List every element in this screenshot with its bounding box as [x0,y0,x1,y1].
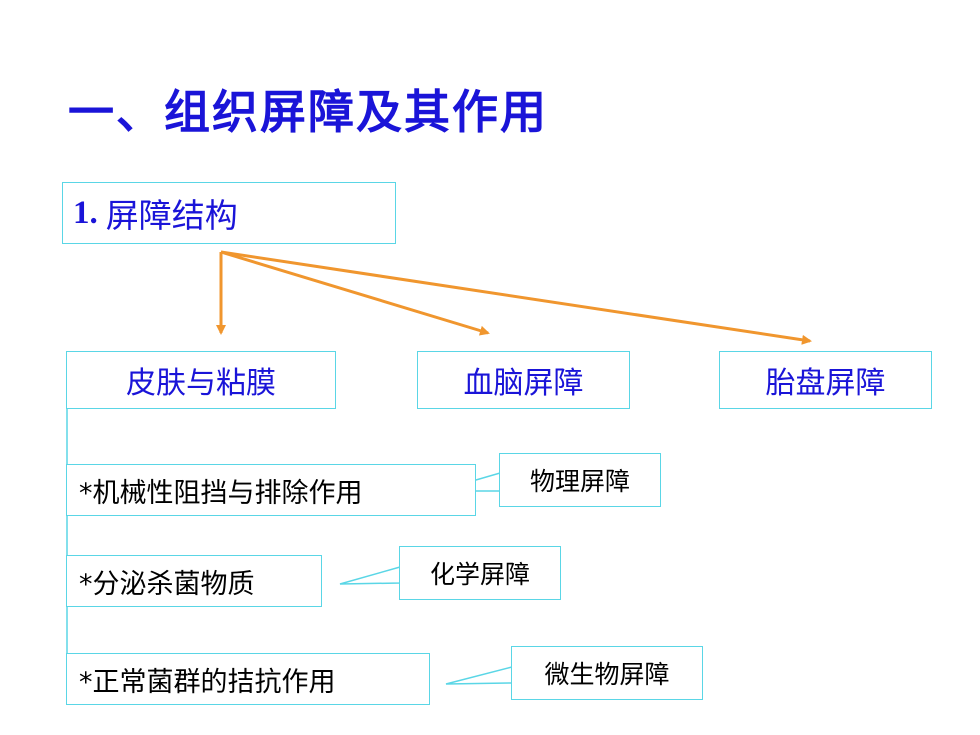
arrow-to-placenta [220,250,812,345]
section-heading-box: 1. 屏障结构 [62,182,396,244]
tag-chemical-barrier: 化学屏障 [399,546,561,600]
arrow-to-bbb [220,250,490,336]
category-skin-mucosa: 皮肤与粘膜 [66,351,336,409]
category-placental-barrier: 胎盘屏障 [719,351,932,409]
section-number: 1. [73,194,98,231]
item-secretion: *分泌杀菌物质 [66,555,322,607]
category-blood-brain-barrier: 血脑屏障 [417,351,630,409]
callout-chemical [339,566,401,585]
section-label: 屏障结构 [105,196,238,235]
page-title: 一、组织屏障及其作用 [68,85,548,139]
item-mechanical: *机械性阻挡与排除作用 [66,464,476,516]
callout-microbial [445,666,513,685]
tag-physical-barrier: 物理屏障 [499,453,661,507]
item-antagonism: *正常菌群的拮抗作用 [66,653,430,705]
tag-microbial-barrier: 微生物屏障 [511,646,703,700]
